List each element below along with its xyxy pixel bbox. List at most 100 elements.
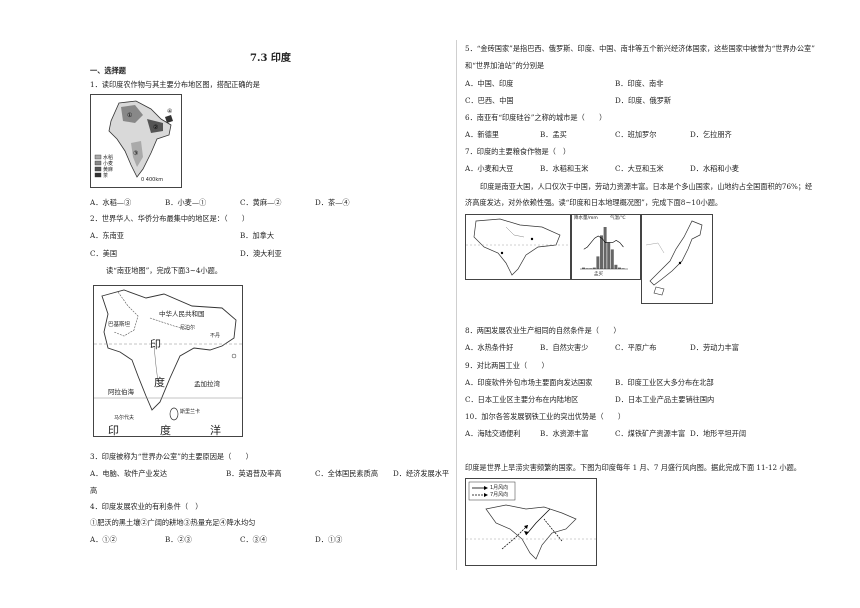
- precip-bar: [610, 249, 614, 269]
- label-ocean-yin: 印: [108, 424, 119, 437]
- q6-option-c[interactable]: C．班加罗尔: [615, 130, 657, 139]
- q3-option-c[interactable]: C．全体国民素质高: [315, 469, 379, 478]
- q10-option-d[interactable]: D．地形平坦开阔: [690, 429, 747, 438]
- label-ocean-du: 度: [160, 424, 171, 437]
- q9-option-c[interactable]: C．日本工业区主要分布在内陆地区: [465, 395, 579, 404]
- precip-bar: [603, 227, 607, 269]
- border-pakistan: [113, 291, 139, 337]
- q6-stem: 6．南亚有“印度硅谷”之称的城市是（ ）: [465, 113, 607, 122]
- q8-option-c[interactable]: C．平原广布: [615, 343, 657, 352]
- precip-bar: [589, 268, 593, 269]
- q3-option-a[interactable]: A．电脑、软件产业发达: [90, 469, 168, 478]
- wheat-region: [121, 105, 143, 123]
- q4-option-a[interactable]: A．①②: [90, 535, 117, 544]
- q3-option-d[interactable]: D．经济发展水平: [393, 469, 450, 478]
- jute-region: [147, 119, 163, 133]
- label-bhutan: 不丹: [210, 333, 221, 339]
- q7-option-a[interactable]: A．小麦和大豆: [465, 164, 514, 173]
- q4-stem: 4．印度发展农业的有利条件（ ）: [90, 502, 203, 511]
- svg-text:③: ③: [133, 150, 138, 157]
- q8-stem: 8．两国发展农业生产相同的自然条件是（ ）: [465, 326, 621, 335]
- q5-option-d[interactable]: D．印度、俄罗斯: [615, 96, 672, 105]
- climate-city-label: 孟买: [594, 272, 603, 277]
- legend-jul-wind: 7月风向: [490, 492, 509, 498]
- q9-option-d[interactable]: D．日本工业产品主要销往国内: [615, 395, 715, 404]
- river-line: [153, 345, 159, 383]
- sri-lanka-shape: [169, 407, 179, 421]
- q10-stem: 10．加尔各答发展钢铁工业的突出优势是（ ）: [465, 412, 626, 421]
- label-arabian-sea: 阿拉伯海: [108, 388, 134, 396]
- label-maldives: 马尔代夫: [114, 415, 135, 421]
- q1-crop-map: ① ② ③ ④ 水稻 小麦 黄麻 茶 0 400km: [90, 94, 182, 188]
- q10-option-a[interactable]: A．海陆交通便利: [465, 429, 521, 438]
- legend-wheat: 小麦: [103, 161, 114, 167]
- q2-option-d[interactable]: D．澳大利亚: [240, 249, 282, 258]
- q7-option-b[interactable]: B．水稻和玉米: [540, 164, 589, 173]
- section-heading: 一、选择题: [90, 66, 126, 75]
- india-overview-map: [465, 214, 571, 280]
- q6-option-d[interactable]: D．乞拉朋齐: [690, 130, 732, 139]
- q4-option-b[interactable]: B．②③: [165, 535, 192, 544]
- india-outline: [101, 289, 237, 411]
- q3-option-d-wrap: 高: [90, 486, 98, 495]
- q4-option-c[interactable]: C．③④: [240, 535, 268, 544]
- legend-jute: 黄麻: [103, 167, 114, 173]
- q5-option-b[interactable]: B．印度、南非: [615, 79, 664, 88]
- q5-option-c[interactable]: C．巴西、中国: [465, 96, 514, 105]
- legend-tea: 茶: [103, 173, 109, 179]
- q5-stem: 5．“金砖国家”是指巴西、俄罗斯、印度、中国、南非等五个新兴经济体国家，这些国家…: [465, 44, 815, 53]
- label-china: 中华人民共和国: [159, 310, 205, 318]
- q1-option-a[interactable]: A．水稻—③: [90, 198, 132, 207]
- column-divider: [456, 40, 457, 570]
- q1-option-d[interactable]: D．茶—④: [315, 198, 350, 207]
- climate-precip-axis-label: 降水量/mm: [574, 216, 598, 221]
- svg-text:②: ②: [153, 124, 158, 131]
- q1-option-c[interactable]: C．黄麻—②: [240, 198, 282, 207]
- label-sri-lanka: 斯里兰卡: [180, 409, 201, 415]
- q2-option-a[interactable]: A．东南亚: [90, 231, 124, 240]
- svg-text:①: ①: [127, 112, 132, 119]
- q9-option-a[interactable]: A．印度软件外包市场主要面向发达国家: [465, 378, 593, 387]
- q4-option-d[interactable]: D．①③: [315, 535, 343, 544]
- q8-option-a[interactable]: A．水热条件好: [465, 343, 514, 352]
- q2-option-b[interactable]: B．加拿大: [240, 231, 275, 240]
- rice-region: [131, 141, 143, 167]
- q7-stem: 7．印度的主要粮食作物是（ ）: [465, 147, 571, 156]
- q3-option-b[interactable]: B．英语普及率高: [226, 469, 282, 478]
- q8-option-b[interactable]: B．自然灾害少: [540, 343, 589, 352]
- precip-bar: [585, 268, 589, 269]
- q6-option-a[interactable]: A．新德里: [465, 130, 499, 139]
- label-du: 度: [154, 376, 165, 389]
- intro-8-10-cont: 济高度发达，对外依赖性强。读“印度和日本地理概况图”，完成下面8~10小题。: [465, 198, 723, 207]
- q7-option-d[interactable]: D．水稻和小麦: [690, 164, 739, 173]
- q3-stem: 3．印度被称为“世界办公室”的主要原因是（ ）: [90, 452, 253, 461]
- q8-option-d[interactable]: D．劳动力丰富: [690, 343, 739, 352]
- map-scale: 0 400km: [141, 177, 164, 183]
- q5-stem-cont: 和“世界加油站”的分别是: [465, 61, 545, 70]
- q6-option-b[interactable]: B．孟买: [540, 130, 567, 139]
- q1-stem: 1．读印度农作物与其主要分布地区图，搭配正确的是: [90, 80, 260, 89]
- q7-option-c[interactable]: C．大豆和玉米: [615, 164, 664, 173]
- tea-region: [165, 115, 173, 123]
- intro-11-12: 印度是世界上旱涝灾害频繁的国家。下图为印度每年 1 月、7 月盛行风向图。据此完…: [465, 463, 801, 472]
- label-yin: 印: [150, 338, 161, 351]
- precip-bar: [596, 256, 600, 269]
- page-title: 7.3 印度: [250, 53, 291, 64]
- japan-map: [641, 214, 713, 304]
- precip-bar: [621, 268, 625, 269]
- q1-option-b[interactable]: B．小麦—①: [165, 198, 207, 207]
- q2-option-c[interactable]: C．美国: [90, 249, 118, 258]
- legend-jan-wind: 1月风向: [490, 485, 509, 491]
- q9-stem: 9．对比两国工业（ ）: [465, 361, 549, 370]
- climate-temp-axis-label: 气温/℃: [610, 216, 626, 221]
- q10-option-b[interactable]: B．水资源丰富: [540, 429, 589, 438]
- precip-bar: [600, 235, 603, 269]
- label-nepal: 尼泊尔: [180, 325, 196, 331]
- q5-option-a[interactable]: A．中国、印度: [465, 79, 514, 88]
- q10-option-c[interactable]: C．煤铁矿产资源丰富: [615, 429, 686, 438]
- label-bay-of-bengal: 孟加拉湾: [194, 380, 220, 388]
- wind-direction-map: 1月风向 7月风向: [465, 478, 597, 566]
- precip-bar: [592, 267, 596, 269]
- precip-bar: [582, 267, 585, 269]
- q9-option-b[interactable]: B．印度工业区大多分布在北部: [615, 378, 714, 387]
